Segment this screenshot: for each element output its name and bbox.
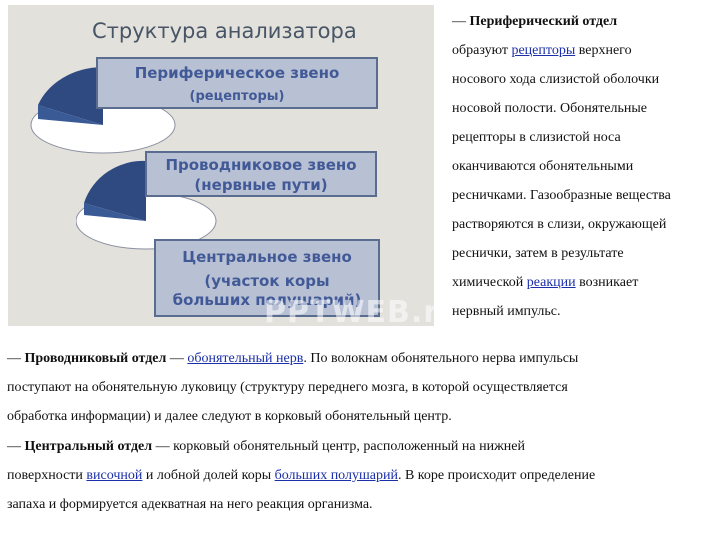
text-span: . В коре происходит определение xyxy=(397,467,596,483)
panel-central-subtitle: (участок коры больших полушарий) xyxy=(172,272,362,309)
peripheral-description: — Периферический отдел образуют рецептор… xyxy=(452,7,714,326)
panel-peripheral-title: Периферическое звено xyxy=(134,64,340,82)
panel-central-title: Центральное звено xyxy=(182,248,352,266)
bottom-line-3: обработка информации) и далее следуют в … xyxy=(7,409,452,425)
side-line-6: оканчиваются обонятельными xyxy=(452,159,634,174)
text-span: и лобной долей коры xyxy=(142,467,275,483)
side-line-3: носового хода слизистой оболочки xyxy=(452,72,660,87)
bottom-line-1: — Проводниковый отдел — обонятельный нер… xyxy=(7,344,713,373)
side-line-10: химической реакции возникает xyxy=(452,268,714,297)
dash: — xyxy=(7,438,25,454)
text-span: . По волокнам обонятельного нерва импуль… xyxy=(303,351,579,366)
olfactory-nerve-link[interactable]: обонятельный нерв xyxy=(187,351,304,366)
cerebral-hemispheres-link[interactable]: больших полушарий xyxy=(274,467,398,483)
section-heading: Периферический отдел xyxy=(469,14,618,29)
panel-peripheral: Периферическое звено (рецепторы) xyxy=(96,57,378,109)
panel-peripheral-subtitle: (рецепторы) xyxy=(189,89,285,104)
bottom-line-5: поверхности височной и лобной долей коры… xyxy=(7,461,713,490)
panel-central: Центральное звено (участок коры больших … xyxy=(154,239,380,317)
watermark: PPTWEB.ru xyxy=(264,295,462,330)
panel-conductive-subtitle: (нервные пути) xyxy=(194,176,328,194)
side-line-7: ресничками. Газообразные вещества xyxy=(452,188,671,203)
receptors-link[interactable]: рецепторы xyxy=(511,43,576,58)
section-heading: Центральный отдел xyxy=(24,438,153,454)
side-line-8: растворяются в слизи, окружающей xyxy=(452,217,667,232)
text-span: химической xyxy=(452,275,527,290)
disc-shape-2 xyxy=(76,160,217,250)
section-heading: Проводниковый отдел xyxy=(24,351,167,366)
text-span: образуют xyxy=(452,43,512,58)
bottom-line-4: — Центральный отдел — корковый обонятель… xyxy=(7,432,713,461)
disc-shape-1 xyxy=(30,67,176,154)
panel-conductive: Проводниковое звено (нервные пути) xyxy=(145,151,377,197)
text-span: — xyxy=(166,351,188,366)
side-line-5: рецепторы в слизистой носа xyxy=(452,130,621,145)
temporal-link[interactable]: височной xyxy=(86,467,143,483)
text-span: поверхности xyxy=(7,467,87,483)
dash: — xyxy=(452,14,466,29)
side-line-9: реснички, затем в результате xyxy=(452,246,624,261)
panel-conductive-title: Проводниковое звено xyxy=(165,156,357,174)
text-span: верхнего xyxy=(575,43,632,58)
reaction-link[interactable]: реакции xyxy=(526,275,576,290)
dash: — xyxy=(7,351,25,366)
conductive-central-description: — Проводниковый отдел — обонятельный нер… xyxy=(7,344,713,519)
figure-title: Структура анализатора xyxy=(92,19,357,43)
side-line-2: образуют рецепторы верхнего xyxy=(452,36,714,65)
side-line-1: — Периферический отдел xyxy=(452,7,714,36)
side-line-11: нервный импульс. xyxy=(452,304,561,319)
bottom-line-2: поступают на обонятельную луковицу (стру… xyxy=(7,380,568,396)
side-line-4: носовой полости. Обонятельные xyxy=(452,101,648,116)
analyzer-structure-figure: Структура анализатора Периферическое зве… xyxy=(8,5,460,330)
text-span: возникает xyxy=(575,275,639,290)
bottom-line-6: запаха и формируется адекватная на него … xyxy=(7,497,373,513)
text-span: — корковый обонятельный центр, расположе… xyxy=(152,438,525,454)
